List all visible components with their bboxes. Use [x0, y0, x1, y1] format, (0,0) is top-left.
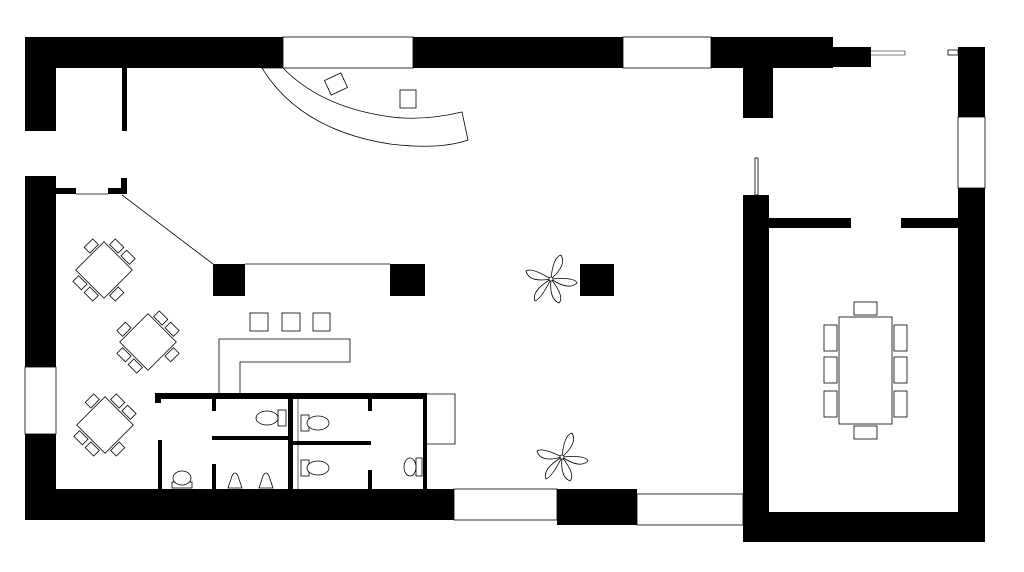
- exterior-walls: [25, 37, 985, 542]
- conference-table: [823, 301, 908, 440]
- restroom-wall-g: [368, 399, 372, 411]
- restroom-wall-b: [212, 399, 216, 411]
- restrooms: [155, 393, 456, 489]
- column-c: [580, 264, 614, 296]
- restroom-entry: [427, 393, 456, 445]
- windows: [24, 36, 986, 526]
- window-top-2: [622, 36, 712, 69]
- wall-bottom-left: [25, 489, 454, 520]
- door-meeting: [754, 157, 759, 196]
- chair-icon: [823, 390, 838, 418]
- partition-left-post: [121, 178, 127, 194]
- bar-counter: [218, 338, 351, 395]
- toilet-icon: [171, 470, 193, 489]
- restroom-wall-i: [423, 399, 427, 489]
- meeting-wall-left: [743, 195, 769, 542]
- wall-left-upper: [25, 37, 56, 131]
- toilet-icon: [300, 459, 330, 477]
- wall-top-middle: [413, 37, 623, 68]
- bar-stool-2: [281, 312, 301, 332]
- chair-icon: [823, 324, 838, 352]
- reception-desk: [261, 67, 469, 147]
- wall-left-middle: [25, 176, 56, 367]
- wall-top-left: [25, 37, 283, 68]
- urinal-icon: [227, 472, 243, 489]
- meeting-wall-bottom: [743, 512, 985, 542]
- plant-icon: [536, 432, 589, 482]
- bar-stool-1: [249, 312, 269, 332]
- window-left: [24, 366, 57, 435]
- partition-left-stub-a: [56, 188, 76, 194]
- bar: [218, 312, 351, 395]
- chair-icon: [823, 356, 838, 384]
- restroom-wall-c: [212, 436, 290, 440]
- chair-icon: [893, 356, 908, 384]
- table-icon: [838, 316, 893, 425]
- dining-table-1: [72, 238, 136, 302]
- restroom-wall-f: [293, 441, 371, 445]
- reception-chair-2: [399, 89, 417, 109]
- window-bottom-2: [636, 493, 744, 526]
- chair-icon: [893, 390, 908, 418]
- window-right: [957, 116, 986, 189]
- chair-icon: [853, 425, 878, 440]
- column-a: [213, 264, 245, 296]
- dining-table-2: [116, 310, 180, 374]
- partition-diagonal-edge: [121, 194, 214, 265]
- wall-top-stub: [833, 47, 871, 67]
- dining-area: [72, 238, 180, 457]
- toilet-icon: [255, 409, 287, 427]
- restroom-wall-d: [212, 464, 216, 489]
- restroom-wall-e: [288, 399, 293, 489]
- door-top-far: [947, 49, 959, 56]
- window-bottom-1: [453, 488, 558, 521]
- column-bottom-middle: [557, 489, 580, 525]
- restroom-wall-a: [158, 440, 162, 489]
- partition-left-stub-b: [108, 188, 127, 194]
- reception-chair-1: [323, 72, 349, 96]
- meeting-wall-top-right: [901, 218, 958, 228]
- meeting-wall-right: [958, 188, 985, 542]
- column-b: [390, 264, 425, 296]
- bar-stool-3: [312, 312, 331, 332]
- restroom-top-wall: [155, 393, 427, 399]
- column-top-right: [743, 37, 773, 118]
- toilet-icon: [403, 457, 423, 477]
- partitions: [56, 68, 614, 296]
- partition-top-left: [122, 68, 127, 131]
- dining-table-3: [73, 393, 137, 457]
- plant-icon: [525, 254, 578, 304]
- chair-icon: [853, 301, 878, 316]
- toilet-icon: [300, 414, 330, 432]
- restroom-left-post: [155, 393, 161, 403]
- meeting-wall-top-left: [769, 218, 851, 228]
- restroom-wall-h: [368, 470, 372, 489]
- reception: [261, 67, 469, 147]
- chair-icon: [893, 324, 908, 352]
- wall-right-upper: [958, 47, 985, 117]
- window-top-1: [282, 36, 414, 69]
- urinal-icon: [258, 472, 274, 489]
